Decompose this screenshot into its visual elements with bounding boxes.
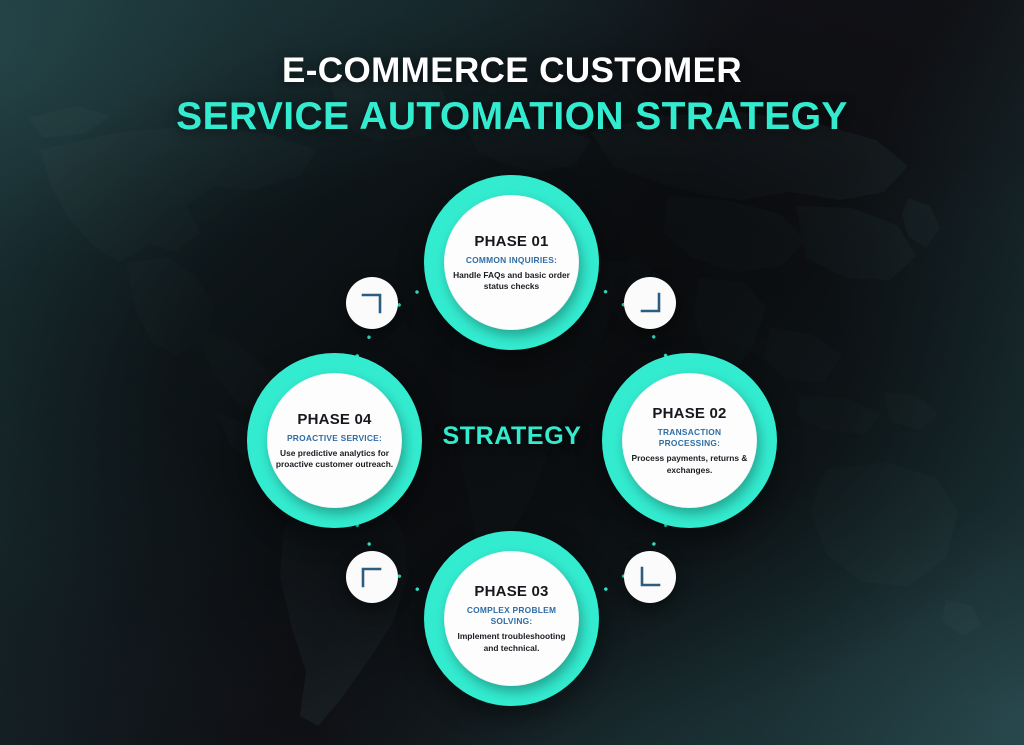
elbow-bottom-left-icon — [360, 565, 384, 589]
phase-description-03: Implement troubleshooting and technical. — [457, 631, 566, 653]
phase-subtitle-02: TRANSACTION PROCESSING: — [657, 427, 722, 448]
marker-bubble-top-left[interactable] — [346, 277, 398, 329]
marker-bubble-bottom-right[interactable] — [624, 551, 676, 603]
phase-card-04: PHASE 04 PROACTIVE SERVICE: Use predicti… — [267, 373, 402, 508]
phase-card-03: PHASE 03 COMPLEX PROBLEM SOLVING: Implem… — [444, 551, 579, 686]
phase-title-02: PHASE 02 — [652, 405, 727, 423]
phase-circle-03[interactable]: PHASE 03 COMPLEX PROBLEM SOLVING: Implem… — [424, 531, 599, 706]
phase-circle-01[interactable]: PHASE 01 COMMON INQUIRIES: Handle FAQs a… — [424, 175, 599, 350]
page-title: E-COMMERCE CUSTOMER SERVICE AUTOMATION S… — [0, 51, 1024, 138]
phase-subtitle-01: COMMON INQUIRIES: — [465, 254, 558, 265]
elbow-bottom-right-icon — [638, 565, 662, 589]
marker-bubble-top-right[interactable] — [624, 277, 676, 329]
phase-subtitle-03: COMPLEX PROBLEM SOLVING: — [466, 605, 557, 626]
phase-subtitle-04: PROACTIVE SERVICE: — [286, 432, 383, 443]
phase-description-01: Handle FAQs and basic order status check… — [453, 270, 570, 292]
phase-circle-02[interactable]: PHASE 02 TRANSACTION PROCESSING: Process… — [602, 353, 777, 528]
elbow-top-right-icon — [638, 291, 662, 315]
phase-title-04: PHASE 04 — [297, 410, 372, 428]
marker-bubble-bottom-left[interactable] — [346, 551, 398, 603]
phase-card-01: PHASE 01 COMMON INQUIRIES: Handle FAQs a… — [444, 195, 579, 330]
title-line-2: SERVICE AUTOMATION STRATEGY — [176, 94, 848, 138]
title-line-1: E-COMMERCE CUSTOMER — [281, 51, 743, 90]
phase-title-01: PHASE 01 — [474, 232, 549, 250]
phase-description-04: Use predictive analytics for proactive c… — [275, 448, 394, 470]
elbow-top-left-icon — [360, 291, 384, 315]
phase-description-02: Process payments, returns & exchanges. — [631, 453, 748, 475]
phase-title-03: PHASE 03 — [474, 583, 549, 601]
phase-card-02: PHASE 02 TRANSACTION PROCESSING: Process… — [622, 373, 757, 508]
phase-circle-04[interactable]: PHASE 04 PROACTIVE SERVICE: Use predicti… — [247, 353, 422, 528]
